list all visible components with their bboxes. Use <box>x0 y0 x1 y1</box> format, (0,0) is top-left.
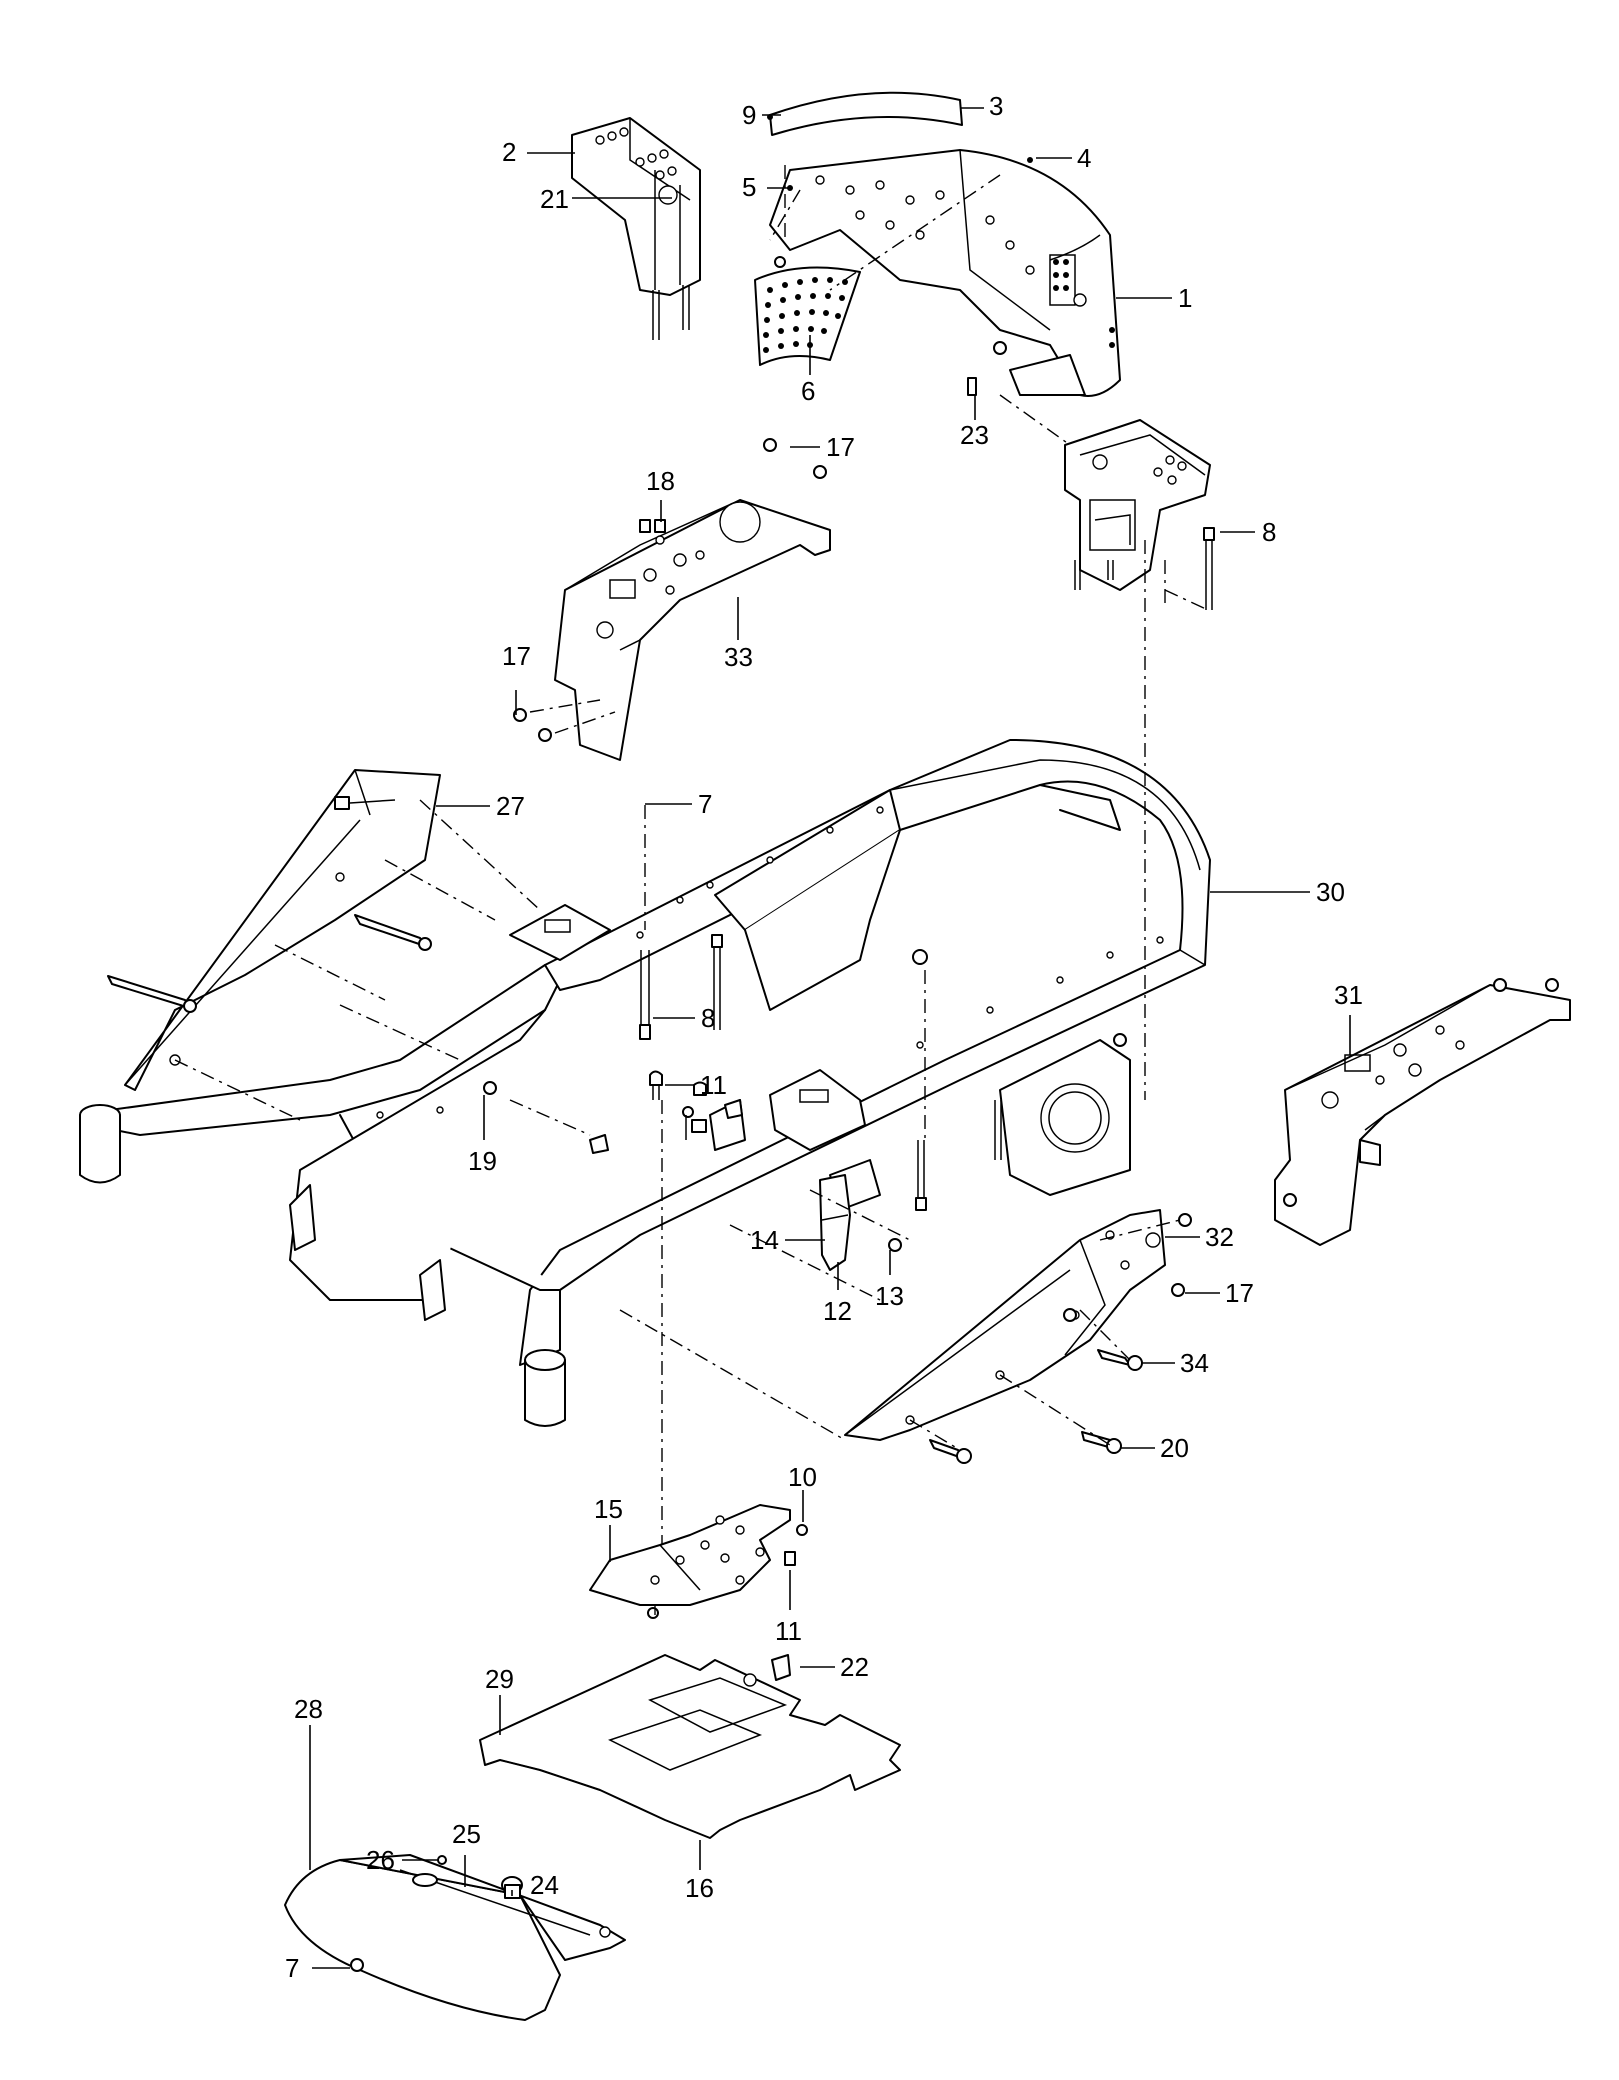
callout-7-frame: 7 <box>698 789 712 819</box>
callout-12: 12 <box>823 1296 852 1326</box>
callout-6: 6 <box>801 376 815 406</box>
callout-19: 19 <box>468 1146 497 1176</box>
callout-17-right: 17 <box>1225 1278 1254 1308</box>
callout-2: 2 <box>502 137 516 167</box>
callout-15: 15 <box>594 1494 623 1524</box>
part-28-front-cover <box>284 1854 626 2021</box>
callout-32: 32 <box>1205 1222 1234 1252</box>
callout-labels: 1 2 3 4 5 6 9 21 23 17 18 33 17 27 7 8 3… <box>285 91 1363 1983</box>
part-11-pin-frame <box>649 1070 694 1140</box>
callout-20: 20 <box>1160 1433 1189 1463</box>
right-seat-bracket <box>1064 419 1211 591</box>
callout-3: 3 <box>989 91 1003 121</box>
callout-28: 28 <box>294 1694 323 1724</box>
callout-8-upper: 8 <box>1262 517 1276 547</box>
callout-25: 25 <box>452 1819 481 1849</box>
callout-13: 13 <box>875 1281 904 1311</box>
part-15-mount-plate <box>589 1504 808 1619</box>
assembly-center-lines <box>174 165 1209 1615</box>
leader-lines <box>309 107 1351 1969</box>
callout-27: 27 <box>496 791 525 821</box>
callout-9: 9 <box>742 100 756 130</box>
callout-33: 33 <box>724 642 753 672</box>
callout-8-frame: 8 <box>701 1003 715 1033</box>
callout-23: 23 <box>960 420 989 450</box>
callout-22: 22 <box>840 1652 869 1682</box>
callout-11-plate: 11 <box>775 1616 802 1646</box>
callout-34: 34 <box>1180 1348 1209 1378</box>
part-8-bolt-upper <box>1203 527 1215 610</box>
part-6-grille-insert <box>754 266 861 366</box>
callout-30: 30 <box>1316 877 1345 907</box>
callout-1: 1 <box>1178 283 1192 313</box>
grille-holes <box>763 277 848 353</box>
callout-14: 14 <box>750 1225 779 1255</box>
fender-fasteners <box>767 114 1033 396</box>
part-31-right-control-bracket <box>1274 978 1571 1246</box>
callout-31: 31 <box>1334 980 1363 1010</box>
part-27-left-plate <box>107 769 441 1091</box>
callout-24: 24 <box>530 1870 559 1900</box>
part-29-floor-pan <box>479 1654 901 1839</box>
part-3-arc-cap <box>769 91 963 136</box>
part-33-control-bracket <box>513 438 831 761</box>
callout-4: 4 <box>1077 143 1091 173</box>
frame-bolts <box>483 934 1127 1211</box>
callout-16: 16 <box>685 1873 714 1903</box>
part-2-seat-bracket <box>571 117 701 340</box>
callout-26: 26 <box>366 1845 395 1875</box>
callout-7-cover: 7 <box>285 1953 299 1983</box>
callout-21: 21 <box>540 184 569 214</box>
callout-17-left: 17 <box>502 641 531 671</box>
callout-10: 10 <box>788 1462 817 1492</box>
callout-11-frame: 11 <box>700 1070 727 1100</box>
part-14-bracket <box>819 1174 902 1271</box>
part-1-fender <box>769 149 1121 397</box>
callout-5: 5 <box>742 172 756 202</box>
callout-17-upper: 17 <box>826 432 855 462</box>
part-32-right-plate <box>844 1209 1192 1464</box>
callout-29: 29 <box>485 1664 514 1694</box>
fender-grille-pattern <box>1049 254 1115 348</box>
callout-18: 18 <box>646 466 675 496</box>
